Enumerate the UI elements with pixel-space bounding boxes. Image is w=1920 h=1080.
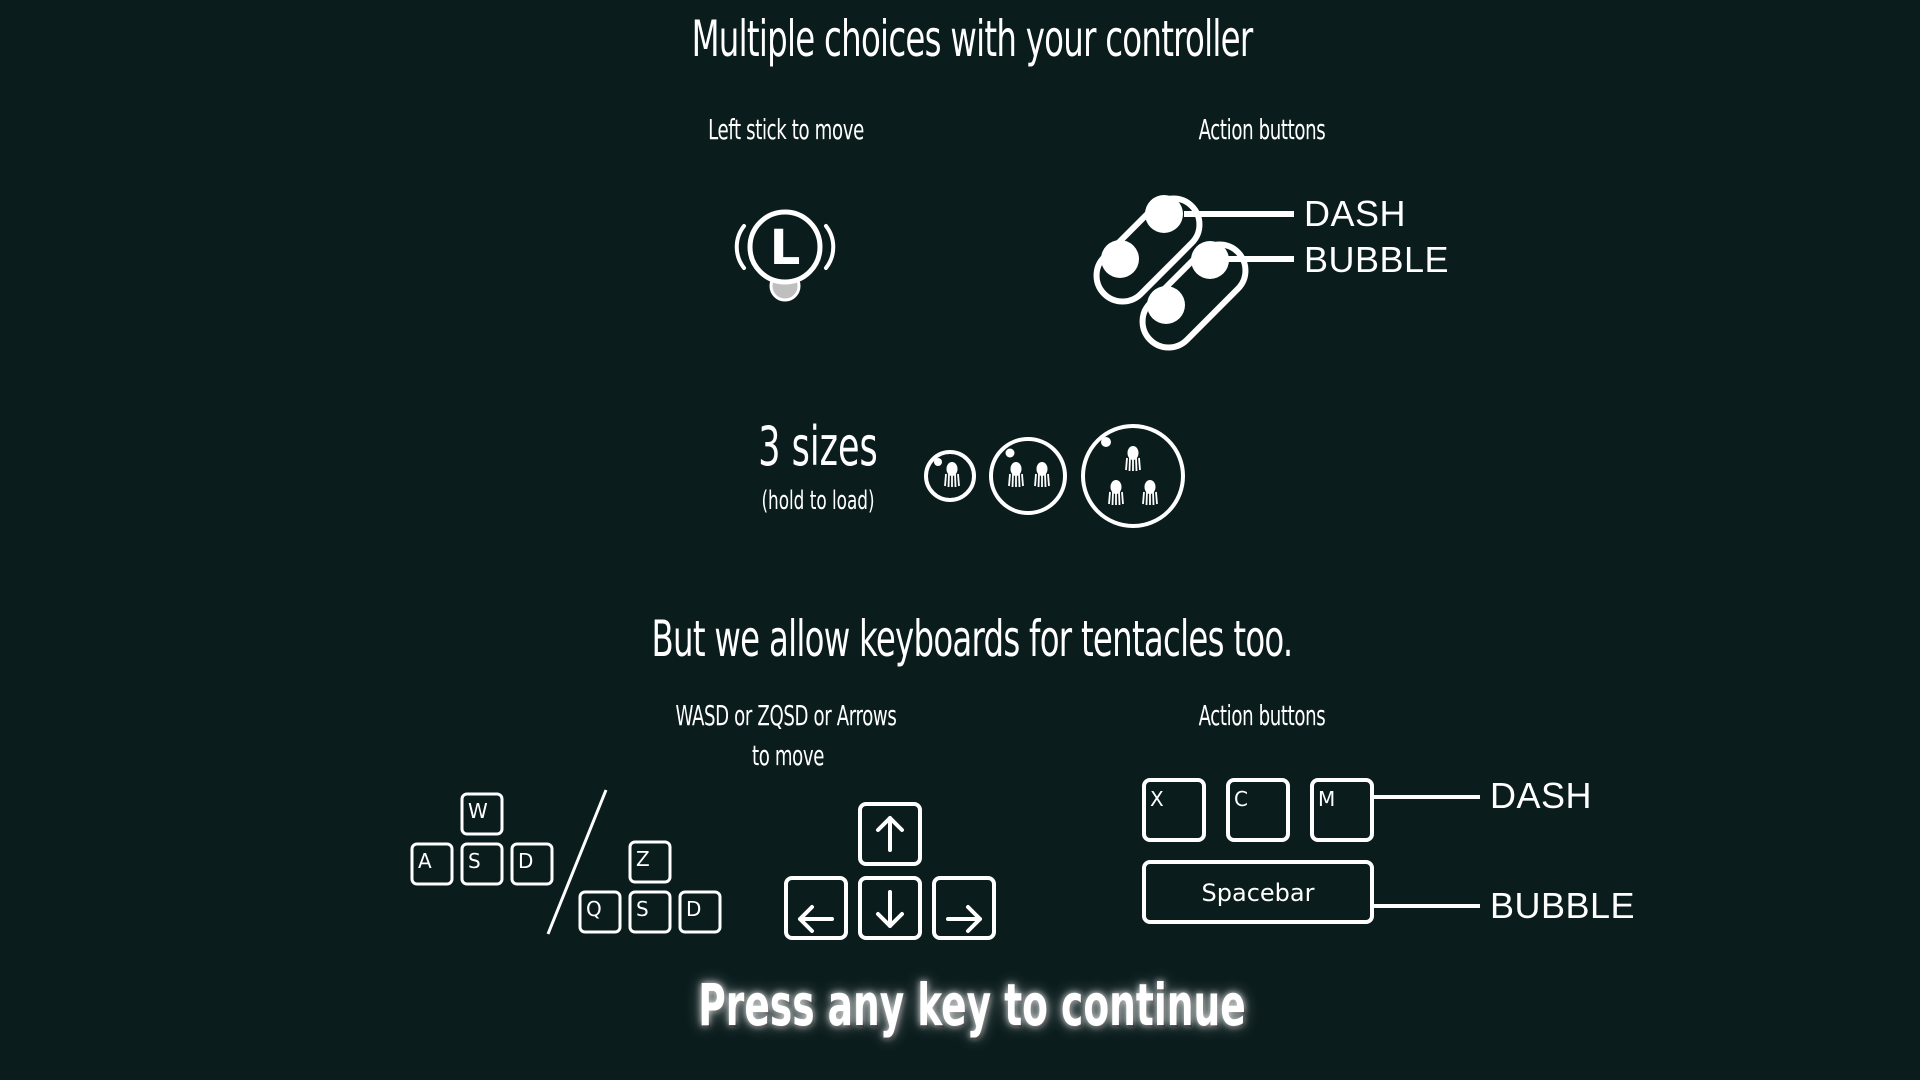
key-q: Q <box>578 890 622 934</box>
key-d-zqsd: D <box>678 890 722 934</box>
svg-text:S: S <box>468 849 481 873</box>
key-z: Z <box>628 840 672 884</box>
keyboard-bubble-label: BUBBLE <box>1490 885 1636 926</box>
keyboard-title: But we allow keyboards for tentacles too… <box>651 610 1294 668</box>
arrow-right-key <box>932 876 996 940</box>
sizes-hint: (hold to load) <box>761 486 875 516</box>
controller-dash-label: DASH <box>1304 193 1407 234</box>
keyboard-action-keys: X C M Spacebar <box>1142 778 1480 924</box>
key-c: C <box>1226 778 1290 842</box>
keyboard-dash-label: DASH <box>1490 775 1593 816</box>
arrow-left-key <box>784 876 848 940</box>
controller-actions-caption: Action buttons <box>1198 113 1326 146</box>
key-s: S <box>460 842 504 886</box>
face-buttons-icon <box>1093 195 1294 351</box>
sizes-title: 3 sizes <box>758 415 878 478</box>
medium-bubble-icon <box>989 437 1067 515</box>
svg-text:A: A <box>418 849 432 873</box>
svg-text:Z: Z <box>636 847 650 871</box>
svg-text:S: S <box>636 897 649 921</box>
large-bubble-icon <box>1081 424 1185 528</box>
left-stick-icon: L <box>734 209 836 302</box>
keyboard-move-caption-line2: to move <box>751 739 825 772</box>
bubble-sizes-icons <box>924 424 1185 528</box>
svg-text:D: D <box>518 849 533 873</box>
arrow-down-key <box>858 876 922 940</box>
svg-text:D: D <box>686 897 701 921</box>
svg-text:W: W <box>468 799 488 823</box>
key-m: M <box>1310 778 1374 842</box>
svg-text:Spacebar: Spacebar <box>1202 879 1315 907</box>
continue-prompt[interactable]: Press any key to continue <box>698 971 1246 1039</box>
keyboard-actions-caption: Action buttons <box>1198 699 1326 732</box>
key-s-zqsd: S <box>628 890 672 934</box>
svg-text:M: M <box>1318 787 1335 811</box>
svg-text:X: X <box>1150 787 1164 811</box>
stick-letter: L <box>770 220 801 276</box>
arrow-up-key <box>858 802 922 866</box>
left-stick-caption: Left stick to move <box>708 113 864 146</box>
small-bubble-icon <box>924 450 976 502</box>
svg-text:C: C <box>1234 787 1248 811</box>
controller-title: Multiple choices with your controller <box>691 10 1254 68</box>
key-x: X <box>1142 778 1206 842</box>
keyboard-move-caption-line1: WASD or ZQSD or Arrows <box>675 699 897 732</box>
wasd-zqsd-keys: W A S D Z Q S D <box>410 789 722 935</box>
controller-bubble-label: BUBBLE <box>1304 239 1450 280</box>
separator-slash <box>546 789 608 935</box>
key-a: A <box>410 842 454 886</box>
svg-text:Q: Q <box>586 897 602 921</box>
spacebar-key: Spacebar <box>1142 860 1374 924</box>
key-d: D <box>510 842 554 886</box>
key-w: W <box>460 792 504 836</box>
arrow-keys <box>784 802 996 940</box>
